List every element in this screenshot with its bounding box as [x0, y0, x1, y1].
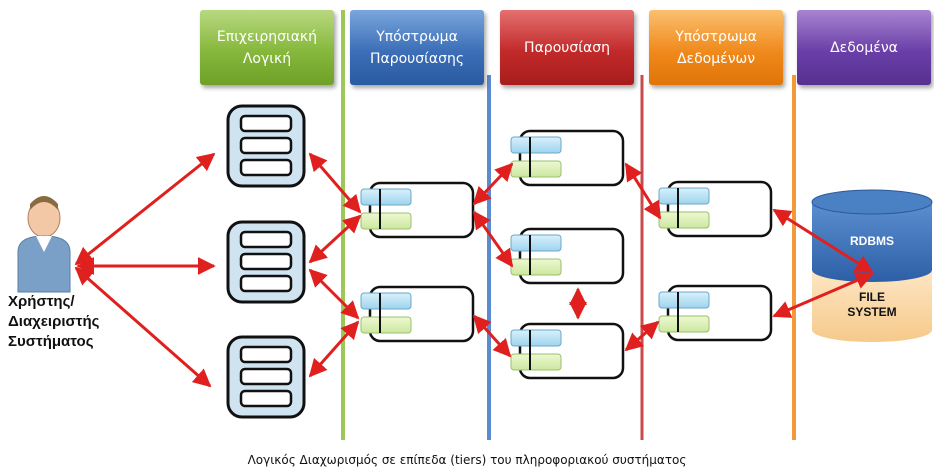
arrow-user-server1: [74, 152, 216, 266]
component-block-pres-sub-2: [360, 285, 475, 343]
component-block-pres-3: [510, 322, 625, 380]
header-data-substrate: Υπόστρωμα Δεδομένων: [649, 10, 783, 85]
arrow-ps1-pr1: [472, 162, 514, 206]
header-business-logic-label: Επιχειρησιακή Λογική: [216, 28, 318, 67]
figure-caption: Λογικός Διαχωρισμός σε επίπεδα (tiers) τ…: [247, 453, 687, 467]
header-business-logic: Επιχειρησιακή Λογική: [200, 10, 334, 85]
arrow-s1-p1: [308, 152, 362, 214]
server-stack-2: [226, 220, 306, 304]
arrow-ds1-db: [772, 208, 874, 274]
arrow-ds2-db: [772, 272, 874, 318]
header-presentation: Παρουσίαση: [500, 10, 634, 85]
arrow-ps2-pr3: [472, 314, 512, 358]
arrow-s2-p1: [308, 214, 362, 264]
user-label-text: Χρήστης/ Διαχειριστής Συστήματος: [8, 293, 100, 350]
user-icon: [17, 196, 71, 293]
component-block-pres-1: [510, 129, 625, 187]
arrow-s3-p2: [308, 320, 360, 378]
server-stack-1: [226, 104, 306, 188]
header-presentation-substrate-label: Υπόστρωμα Παρουσίασης: [369, 28, 465, 67]
header-data: Δεδομένα: [797, 10, 931, 85]
header-data-substrate-label: Υπόστρωμα Δεδομένων: [675, 28, 757, 67]
connection-arrows: [74, 152, 874, 388]
arrow-pr3-ds2: [624, 320, 660, 352]
rdbms-label: RDBMS: [850, 234, 894, 248]
file-system-label: FILE SYSTEM: [847, 290, 897, 319]
arrow-s2-p2: [308, 268, 360, 320]
header-data-label: Δεδομένα: [830, 39, 898, 56]
component-block-pres-2: [510, 227, 625, 285]
arrow-user-server3: [74, 266, 212, 388]
arrow-ps1-pr2: [472, 210, 514, 268]
component-block-data-sub-1: [658, 180, 773, 238]
user-label: Χρήστης/ Διαχειριστής Συστήματος: [8, 292, 128, 352]
component-block-data-sub-2: [658, 284, 773, 342]
server-stack-3: [226, 335, 306, 419]
arrow-pr1-ds1: [624, 162, 662, 220]
header-presentation-substrate: Υπόστρωμα Παρουσίασης: [350, 10, 484, 85]
header-presentation-label: Παρουσίαση: [524, 39, 610, 56]
component-block-pres-sub-1: [360, 181, 475, 239]
